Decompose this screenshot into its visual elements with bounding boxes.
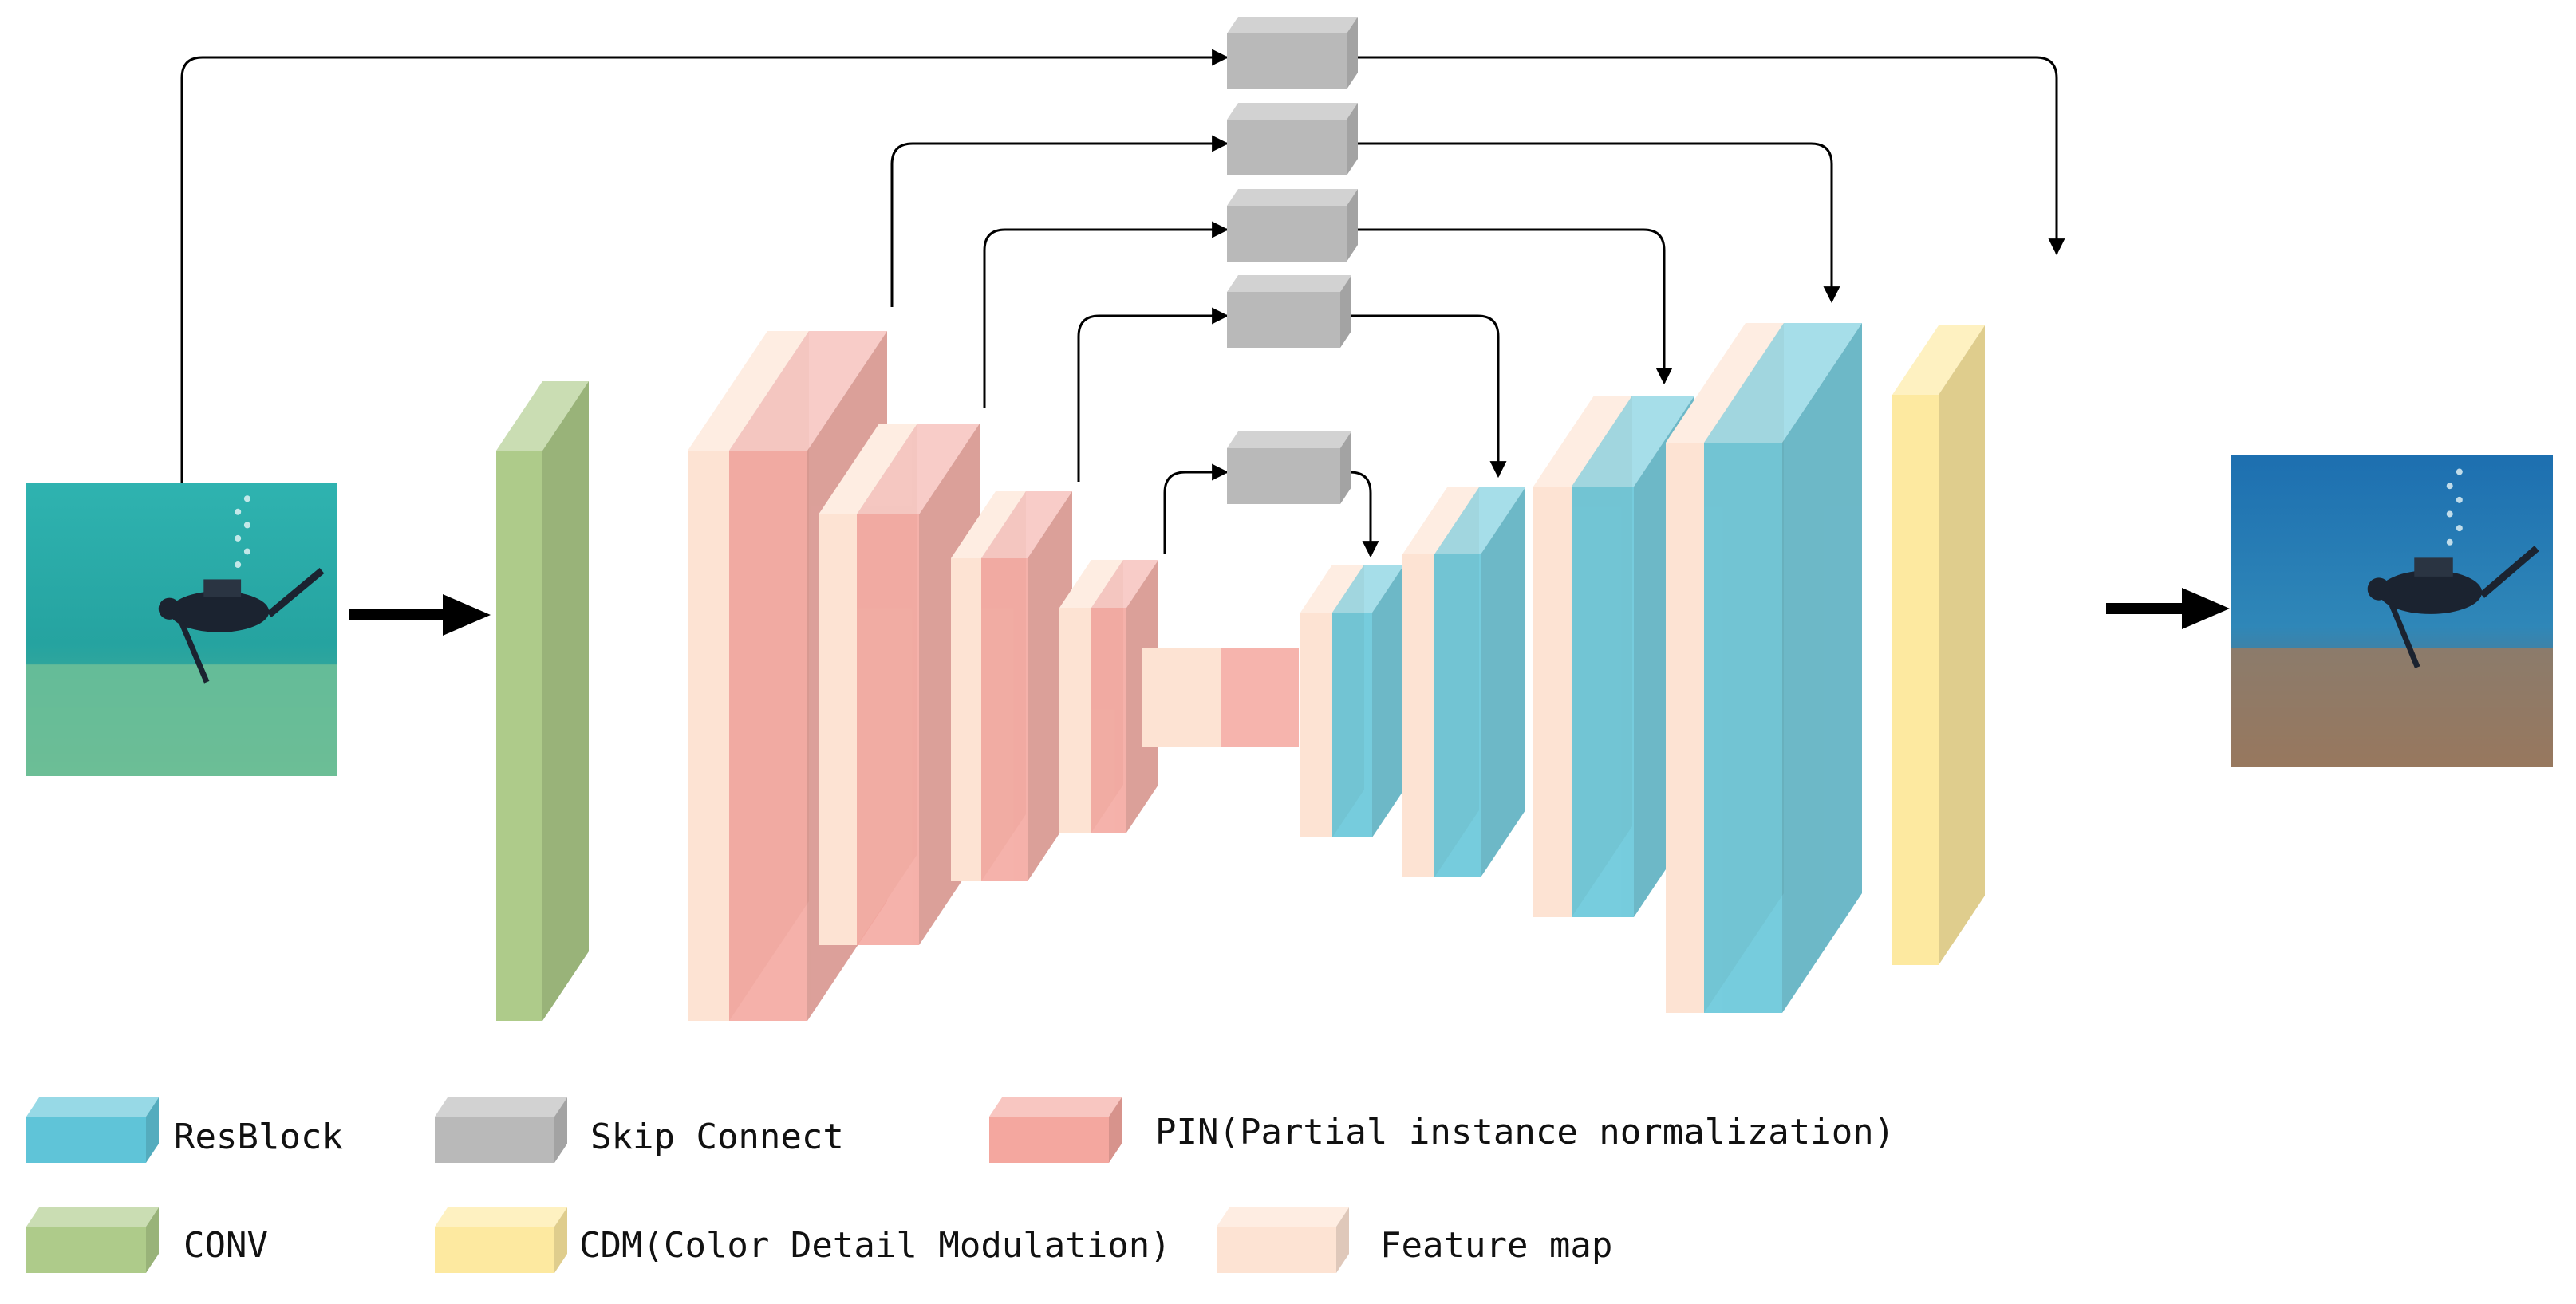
legend-label-resblock: ResBlock [174,1117,343,1157]
skip-connection-arrows [180,49,2065,558]
legend-item-feature: Feature map [1217,1207,1612,1273]
input-image [26,483,337,776]
io-arrows [349,588,2230,636]
skip-connection-2 [890,135,1840,307]
output-image [2231,455,2553,767]
cdm-block [1892,325,1985,965]
legend-label-feature: Feature map [1380,1225,1612,1266]
legend-swatch-feature [1217,1207,1349,1273]
skip-connect-block-3 [1227,189,1358,262]
skip-connect-block-2 [1227,103,1358,175]
encoder-pin-block-3 [981,491,1072,881]
skip-connection-4 [1077,307,1507,482]
legend-item-skip: Skip Connect [435,1097,844,1163]
bottleneck-feature-map [1142,648,1221,747]
legend-swatch-resblock [26,1097,159,1163]
decoder-resblock-2 [1434,487,1525,877]
legend-item-conv: CONV [26,1207,268,1273]
skip-connection-1 [180,49,2065,483]
decoder-resblock-4 [1704,323,1862,1013]
conv-block [496,381,589,1021]
skip-connect-block-1 [1227,17,1358,89]
legend-label-cdm: CDM(Color Detail Modulation) [579,1225,1171,1266]
legend-item-pin: PIN(Partial instance normalization) [989,1097,1895,1163]
bottleneck-pin-block [1221,648,1299,747]
legend-swatch-skip [435,1097,567,1163]
legend-label-conv: CONV [183,1225,268,1266]
legend-label-pin: PIN(Partial instance normalization) [1155,1112,1895,1152]
legend-label-skip: Skip Connect [590,1117,844,1157]
legend-item-cdm: CDM(Color Detail Modulation) [435,1207,1171,1273]
legend-swatch-pin [989,1097,1122,1163]
skip-connect-block-5 [1227,431,1351,504]
skip-connection-3 [983,221,1673,408]
legend-swatch-cdm [435,1207,567,1273]
decoder-resblock-1 [1332,565,1404,837]
legend-swatch-conv [26,1207,159,1273]
legend-item-resblock: ResBlock [26,1097,343,1163]
skip-connect-block-4 [1227,275,1351,348]
